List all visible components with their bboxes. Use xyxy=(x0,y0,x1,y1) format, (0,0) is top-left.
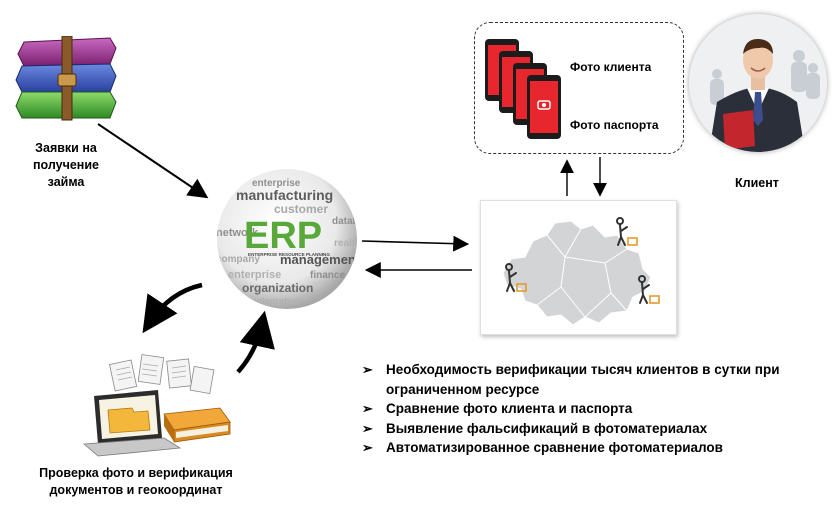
erp-sphere: enterprise manufacturing customer databa… xyxy=(214,166,360,312)
client-location-icon xyxy=(638,275,650,304)
documents-check-icon xyxy=(83,354,231,457)
archive-icon xyxy=(15,36,117,121)
erp-subtitle: ENTERPRISE RESOURCE PLANNING xyxy=(248,252,330,257)
erp-word: customer xyxy=(274,202,328,216)
list-item: ➢Сравнение фото клиента и паспорта xyxy=(362,399,832,419)
arrow-erp-to-check xyxy=(142,282,203,334)
client-label: Клиент xyxy=(735,176,779,190)
client-location-icon xyxy=(616,217,628,246)
arrow-archive-to-erp xyxy=(97,123,209,199)
erp-word: finance xyxy=(310,270,345,281)
list-item: ➢Необходимость верификации тысяч клиенто… xyxy=(362,362,780,397)
erp-word: enterprise xyxy=(252,178,301,189)
erp-word: management xyxy=(280,252,360,267)
requirements-list: ➢Необходимость верификации тысяч клиенто… xyxy=(362,360,832,458)
erp-word: integration xyxy=(254,296,301,306)
client-location-icon xyxy=(505,263,517,292)
photo-capture-panel: Фото клиента Фото паспорта xyxy=(474,22,684,154)
erp-title: ERP xyxy=(244,215,322,257)
check-docs-label: Проверка фото и верификация документов и… xyxy=(39,466,233,497)
erp-word: enterprise xyxy=(228,269,281,281)
erp-word: network xyxy=(216,227,259,239)
list-item: ➢Автоматизированное сравнение фотоматери… xyxy=(362,438,832,458)
arrow-check-to-erp xyxy=(236,310,275,374)
arrow-bullet-icon: ➢ xyxy=(362,362,373,377)
arrow-bullet-icon: ➢ xyxy=(362,440,373,455)
arrow-bullet-icon: ➢ xyxy=(362,401,373,416)
loan-requests-label: Заявки на получение займа xyxy=(33,141,99,189)
arrow-erp-to-map xyxy=(361,235,470,252)
erp-word: company xyxy=(216,254,260,265)
list-item: ➢Выявление фальсификаций в фотоматериала… xyxy=(362,419,832,439)
erp-word: database xyxy=(332,216,360,227)
erp-word: organization xyxy=(242,281,313,295)
erp-word: realtime xyxy=(334,238,360,249)
region-map xyxy=(502,220,652,326)
photo-passport-label: Фото паспорта xyxy=(570,118,659,132)
erp-word: manufacturing xyxy=(236,187,333,203)
geo-map-panel xyxy=(480,200,677,335)
client-avatar xyxy=(689,14,827,152)
smartphones-icon xyxy=(485,39,561,139)
photo-client-label: Фото клиента xyxy=(570,60,652,74)
arrow-bullet-icon: ➢ xyxy=(362,420,373,436)
